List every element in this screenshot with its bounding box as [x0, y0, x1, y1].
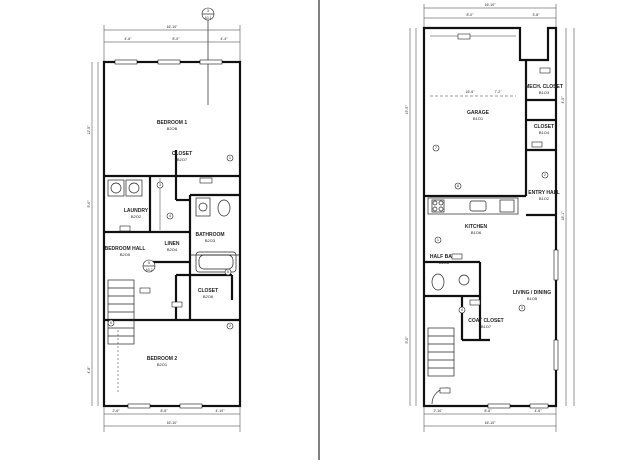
svg-text:B1O8: B1O8	[439, 260, 450, 265]
svg-text:19'-9": 19'-9"	[405, 105, 409, 115]
upper-stair: 5 A3.2	[107, 259, 156, 345]
svg-text:4'-8": 4'-8"	[87, 366, 91, 374]
half-bath-fixtures	[431, 273, 470, 291]
room-label-bedroom-hall: BEDROOM HALL	[105, 246, 146, 252]
svg-text:8'-0": 8'-0"	[467, 13, 475, 17]
svg-text:2'-6": 2'-6"	[113, 409, 121, 413]
upper-bottom-dimensions: 2'-6" 8'-6" 4'-10" 16'-10"	[103, 406, 241, 432]
svg-text:B2O4: B2O4	[167, 247, 178, 252]
svg-text:A3.2: A3.2	[146, 268, 153, 272]
lower-exterior-walls	[422, 26, 559, 409]
lower-bottom-dimensions: 2'-10" 8'-6" 4'-6" 16'-10"	[423, 406, 557, 432]
svg-text:B1O1: B1O1	[473, 116, 484, 121]
svg-text:B2O3: B2O3	[205, 238, 216, 243]
svg-text:B1O4: B1O4	[539, 130, 550, 135]
svg-text:7'-2": 7'-2"	[495, 90, 503, 94]
callout-number: 5	[227, 270, 229, 274]
svg-text:B1O6: B1O6	[471, 230, 482, 235]
upper-interior-walls	[104, 150, 240, 322]
svg-text:16'-10": 16'-10"	[167, 421, 179, 425]
upper-floor-plan: 3 A3.1 16'-10" 4'-6" 8'-0" 4'-4"	[87, 7, 242, 432]
lower-right-dimensions: 4'-0" 18'-1"	[561, 28, 575, 406]
svg-text:4'-6": 4'-6"	[535, 409, 543, 413]
callout-number: 7	[435, 146, 437, 150]
svg-text:B1O2: B1O2	[539, 196, 550, 201]
svg-text:B1O3: B1O3	[539, 90, 550, 95]
svg-text:16'-6": 16'-6"	[466, 90, 476, 94]
callout-number: 3	[521, 306, 523, 310]
callout-number: 3	[159, 183, 161, 187]
svg-text:B2O6: B2O6	[203, 294, 214, 299]
svg-text:B1O5: B1O5	[527, 296, 538, 301]
callout-number: 2	[544, 173, 546, 177]
room-label-bathroom: BATHROOM	[195, 232, 224, 238]
svg-text:8'-6": 8'-6"	[161, 409, 169, 413]
upper-exterior-walls	[102, 59, 242, 409]
lower-top-dimensions: 16'-10" 8'-0" 3'-8"	[423, 3, 557, 28]
room-label-coat-closet: COAT CLOSET	[468, 318, 503, 324]
callout-number: 1	[437, 238, 439, 242]
svg-text:4'-6": 4'-6"	[125, 37, 133, 41]
room-label-garage: GARAGE	[467, 110, 490, 116]
kitchen-counters	[427, 197, 519, 215]
room-label-entry-hall: ENTRY HALL	[528, 190, 559, 196]
lower-room-labels: GARAGE B1O1 MECH. CLOSET B1O3 CLOSET B1O…	[430, 84, 563, 329]
svg-text:B1O7: B1O7	[481, 324, 492, 329]
callout-number: 2	[229, 324, 231, 328]
room-label-bedroom-2: BEDROOM 2	[147, 356, 178, 362]
section-marker-upper: 3 A3.1	[201, 7, 215, 105]
room-label-laundry: LAUNDRY	[124, 208, 149, 214]
callout-number: 8	[457, 184, 459, 188]
callout-number: 4	[461, 308, 463, 312]
svg-text:2'-10": 2'-10"	[434, 409, 444, 413]
lower-interior-walls	[424, 60, 556, 342]
room-label-mech-closet: MECH. CLOSET	[525, 84, 563, 90]
svg-text:16'-10": 16'-10"	[167, 25, 179, 29]
svg-text:16'-10": 16'-10"	[485, 3, 497, 7]
svg-text:5: 5	[148, 261, 150, 265]
svg-text:12'-5": 12'-5"	[87, 125, 91, 135]
svg-text:B2O7: B2O7	[177, 157, 188, 162]
upper-left-dimensions: 12'-5" 5'-0" 4'-8"	[87, 62, 99, 406]
svg-text:B2O1: B2O1	[157, 362, 168, 367]
svg-text:5'-0": 5'-0"	[87, 200, 91, 208]
svg-text:5'-0": 5'-0"	[405, 336, 409, 344]
garage-door: 16'-6" 7'-2"	[430, 33, 516, 97]
svg-text:8'-0": 8'-0"	[173, 37, 181, 41]
svg-text:B2OB: B2OB	[167, 126, 178, 131]
svg-text:4'-10": 4'-10"	[216, 409, 226, 413]
svg-text:4'-4": 4'-4"	[221, 37, 229, 41]
upper-callout-tags: 1 2 3 4 5 6	[107, 154, 234, 330]
room-label-closet-1: CLOSET	[172, 151, 192, 157]
svg-text:18'-1": 18'-1"	[561, 211, 565, 221]
svg-text:3: 3	[207, 9, 209, 13]
room-label-half-bath: HALF BATH	[430, 254, 459, 260]
room-label-living-dining: LIVING / DINING	[513, 290, 551, 296]
room-label-kitchen: KITCHEN	[465, 224, 488, 230]
room-label-linen: LINEN	[165, 241, 180, 247]
lower-left-dimensions: 19'-9" 5'-0"	[405, 28, 417, 406]
upper-room-labels: BEDROOM 1 B2OB CLOSET B2O7 LAUNDRY B2O2 …	[105, 120, 225, 367]
svg-text:3'-8": 3'-8"	[533, 13, 541, 17]
lower-floor-plan: 16'-10" 8'-0" 3'-8" 16'-6" 7'-2"	[405, 3, 575, 432]
room-label-bedroom-1: BEDROOM 1	[157, 120, 188, 126]
upper-top-dimensions: 16'-10" 4'-6" 8'-0" 4'-4"	[103, 25, 241, 62]
lower-callout-tags: 7 8 1 2 3 4	[432, 67, 551, 394]
callout-number: 1	[229, 156, 231, 160]
svg-text:16'-10": 16'-10"	[485, 421, 497, 425]
callout-number: 6	[110, 321, 112, 325]
svg-text:A3.1: A3.1	[205, 16, 212, 20]
svg-text:B2O2: B2O2	[131, 214, 142, 219]
room-label-closet: CLOSET	[534, 124, 554, 130]
svg-text:4'-0": 4'-0"	[561, 96, 565, 104]
svg-text:8'-6": 8'-6"	[485, 409, 493, 413]
svg-text:B2O5: B2O5	[120, 252, 131, 257]
room-label-closet-2: CLOSET	[198, 288, 218, 294]
callout-number: 4	[169, 214, 171, 218]
